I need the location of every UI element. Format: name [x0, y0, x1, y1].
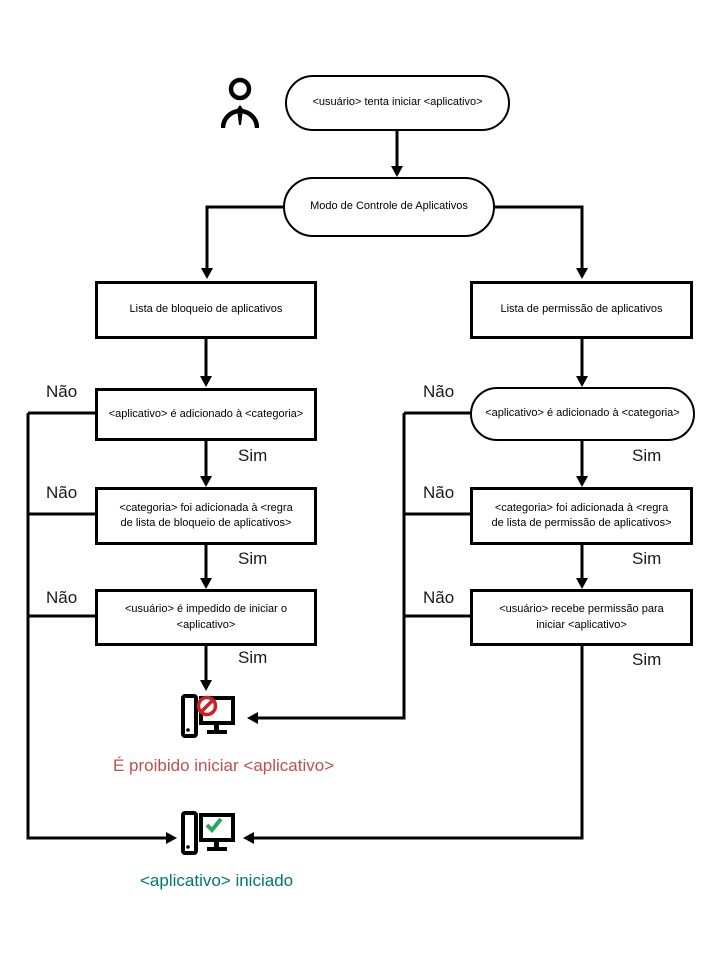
- node-block-app-added: <aplicativo> é adicionado à <categoria>: [95, 388, 317, 441]
- arrowhead-right-1: [576, 376, 588, 387]
- label-nao-left-1: Não: [46, 382, 78, 401]
- node-block-user-prevented-label: <usuário> é impedido de iniciar o <aplic…: [124, 603, 288, 631]
- node-allow-list: Lista de permissão de aplicativos: [470, 281, 693, 339]
- arrowhead-mode-blocklist: [201, 268, 213, 279]
- label-sim-right-3: Sim: [632, 650, 662, 669]
- node-block-list: Lista de bloqueio de aplicativos: [95, 281, 317, 339]
- arrowhead-right-3: [576, 578, 588, 589]
- edge-mode-to-blocklist: [205, 205, 286, 268]
- label-sim-left-1: Sim: [238, 446, 268, 465]
- arrowhead-left-3: [200, 578, 212, 589]
- node-block-app-added-label: <aplicativo> é adicionado à <categoria>: [108, 407, 304, 420]
- node-allow-app-added: <aplicativo> é adicionado à <categoria>: [470, 387, 695, 441]
- label-nao-left-3: Não: [46, 588, 78, 607]
- arrowhead-sim-into-started: [243, 832, 254, 844]
- computer-blocked-icon: [180, 693, 236, 743]
- node-allow-user-permitted: <usuário> recebe permissão para iniciar …: [470, 589, 693, 646]
- result-started-text: <aplicativo> iniciado: [140, 871, 294, 890]
- node-mode-label: Modo de Controle de Aplicativos: [310, 200, 468, 213]
- result-forbidden-text: É proibido iniciar <aplicativo>: [113, 756, 335, 775]
- edge-mode-to-allowlist: [494, 205, 584, 268]
- label-sim-left-2: Sim: [238, 549, 268, 568]
- arrowhead-left-2: [200, 476, 212, 487]
- edge-right-nao-collector: [258, 411, 470, 720]
- label-sim-right-2: Sim: [632, 549, 662, 568]
- computer-started-icon: [180, 810, 236, 860]
- node-start: <usuário> tenta iniciar <aplicativo>: [285, 75, 510, 131]
- node-block-user-prevented: <usuário> é impedido de iniciar o <aplic…: [95, 589, 317, 646]
- arrowhead-nao-into-blocked: [247, 712, 258, 724]
- label-sim-right-1: Sim: [632, 446, 662, 465]
- edge-right-sim-to-started: [254, 646, 584, 840]
- arrowhead-nao-into-started: [166, 832, 177, 844]
- arrowhead-start-mode: [391, 166, 403, 177]
- node-mode: Modo de Controle de Aplicativos: [283, 177, 495, 237]
- arrowhead-right-2: [576, 476, 588, 487]
- node-allow-category-added: <categoria> foi adicionada à <regra de l…: [470, 487, 693, 545]
- edge-left-nao-collector: [26, 411, 166, 840]
- label-nao-right-2: Não: [423, 483, 455, 502]
- node-block-category-added: <categoria> foi adicionada à <regra de l…: [95, 487, 317, 545]
- label-nao-left-2: Não: [46, 483, 78, 502]
- arrowhead-left-1: [200, 376, 212, 387]
- node-allow-category-added-label: <categoria> foi adicionada à <regra de l…: [491, 501, 672, 529]
- node-block-category-added-label: <categoria> foi adicionada à <regra de l…: [119, 501, 293, 529]
- arrowhead-mode-allowlist: [576, 268, 588, 279]
- label-sim-left-3: Sim: [238, 648, 268, 667]
- node-block-list-label: Lista de bloqueio de aplicativos: [129, 303, 283, 316]
- check-icon: [205, 817, 223, 833]
- node-start-label: <usuário> tenta iniciar <aplicativo>: [312, 96, 483, 109]
- node-allow-app-added-label: <aplicativo> é adicionado à <categoria>: [485, 407, 680, 420]
- label-nao-right-1: Não: [423, 382, 455, 401]
- label-nao-right-3: Não: [423, 588, 455, 607]
- arrowhead-left-blocked: [200, 680, 212, 691]
- user-icon: [220, 76, 260, 132]
- node-allow-list-label: Lista de permissão de aplicativos: [500, 303, 663, 316]
- node-allow-user-permitted-label: <usuário> recebe permissão para iniciar …: [499, 603, 664, 631]
- prohibition-icon: [196, 695, 218, 717]
